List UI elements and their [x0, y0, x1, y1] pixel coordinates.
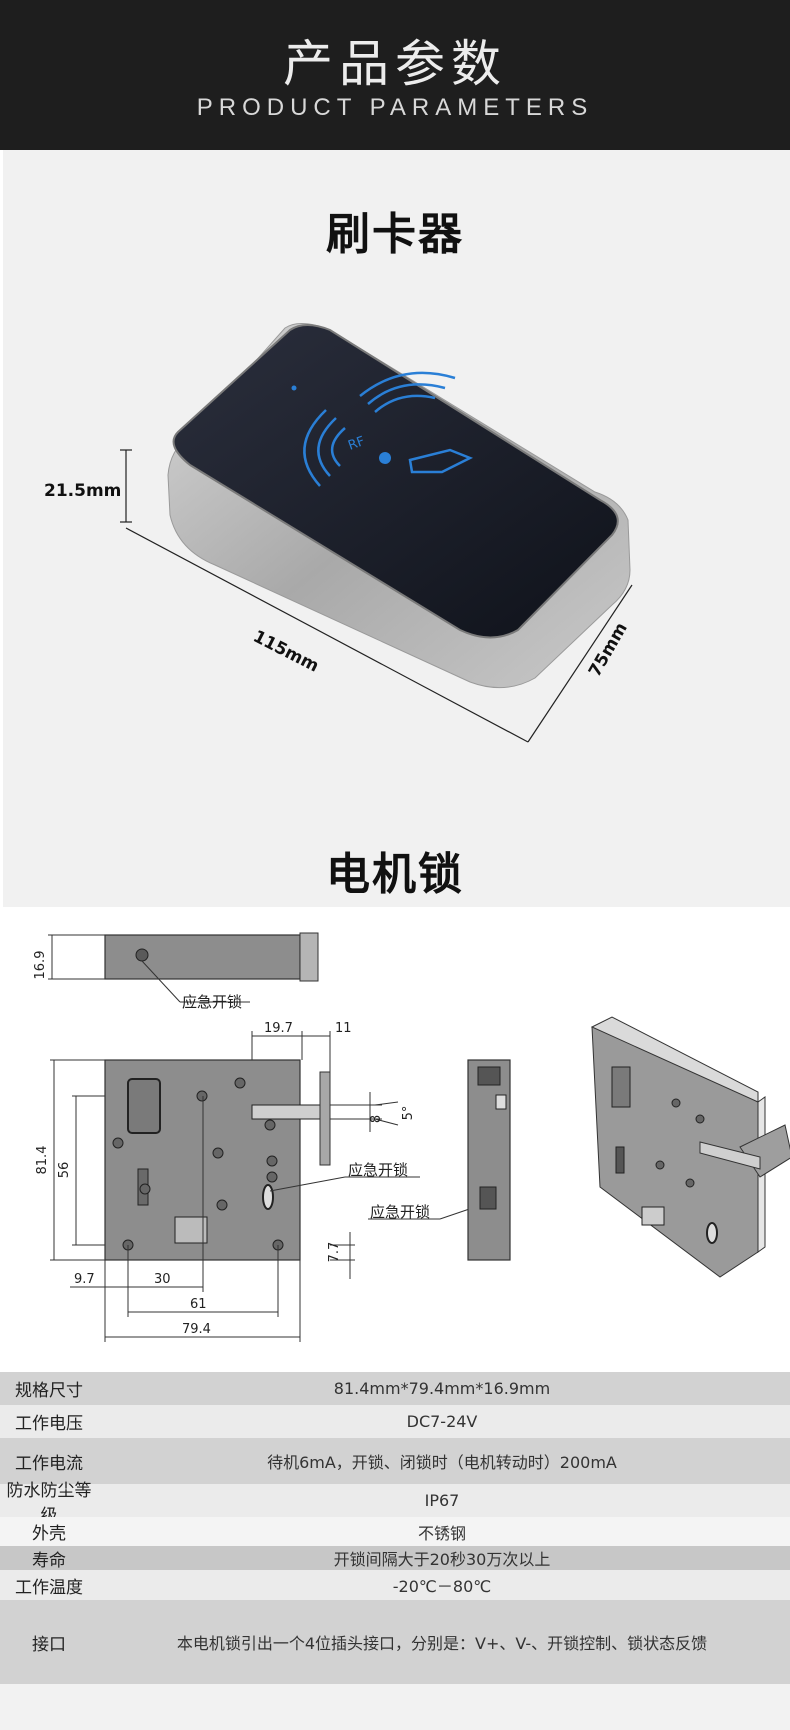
spec-value: 本电机锁引出一个4位插头接口，分别是：V+、V-、开锁控制、锁状态反馈 [176, 1634, 708, 1653]
dim-79-4: 79.4 [182, 1322, 211, 1337]
height-dimension: 21.5mm [44, 481, 121, 501]
dim-30: 30 [154, 1272, 171, 1287]
dim-9-7: 9.7 [74, 1272, 95, 1287]
card-reader-illustration: RF 21.5mm 115mm 75mm [44, 323, 633, 743]
dim-5-degree: 5° [401, 1106, 416, 1121]
spec-row: 规格尺寸 81.4mm*79.4mm*16.9mm [0, 1372, 790, 1405]
bottom-strip [0, 1684, 790, 1730]
rf-icon [303, 371, 474, 487]
emergency-label-2: 应急开锁 [348, 1161, 408, 1179]
front-plate [319, 1071, 331, 1166]
rf-dot [379, 452, 391, 464]
spec-row: 防水防尘等级 IP67 [0, 1481, 790, 1526]
spec-row: 工作温度 -20℃－80℃ [0, 1570, 790, 1600]
length-dimension: 115mm [250, 627, 322, 677]
width-dimension: 75mm [585, 619, 632, 680]
dimension-lines [120, 449, 633, 743]
spec-value: 开锁间隔大于20秒30万次以上 [333, 1550, 551, 1569]
emergency-label-3: 应急开锁 [370, 1203, 430, 1221]
spec-value: 81.4mm*79.4mm*16.9mm [333, 1379, 551, 1398]
spec-value: DC7-24V [406, 1412, 478, 1431]
emergency-keyhole-top [135, 948, 149, 962]
spec-row: 接口 本电机锁引出一个4位插头接口，分别是：V+、V-、开锁控制、锁状态反馈 [0, 1600, 790, 1684]
spec-value: 不锈钢 [417, 1523, 466, 1543]
side-keyhole [479, 1186, 497, 1210]
card-reader-title: 刷卡器 [326, 209, 464, 260]
side-notch [495, 1094, 507, 1110]
indicator-dot [291, 385, 297, 391]
front-keyhole [262, 1184, 274, 1210]
motor-lock-title: 电机锁 [326, 849, 464, 900]
dim-56: 56 [57, 1162, 72, 1179]
dim-8: 8 [369, 1115, 384, 1123]
dim-11: 11 [335, 1021, 352, 1036]
spec-label: 外壳 [32, 1524, 66, 1544]
page-subtitle: PRODUCT PARAMETERS [196, 94, 594, 121]
front-bolt [251, 1104, 321, 1120]
dim-top-height: 16.9 [33, 951, 48, 980]
page-header: 产品参数 PRODUCT PARAMETERS [0, 0, 790, 150]
spec-value: -20℃－80℃ [392, 1577, 492, 1596]
spec-row: 寿命 开锁间隔大于20秒30万次以上 [0, 1546, 790, 1571]
spec-value: 待机6mA，开锁、闭锁时（电机转动时）200mA [267, 1453, 617, 1472]
reader-face [172, 324, 619, 639]
dim-7-7: 7.7 [327, 1242, 342, 1263]
page-title: 产品参数 [283, 35, 507, 93]
top-view-body [104, 934, 301, 980]
motor-lock-drawing: 16.9 应急开锁 [33, 932, 790, 1342]
front-slot [127, 1078, 161, 1134]
spec-row: 工作电流 待机6mA，开锁、闭锁时（电机转动时）200mA [0, 1438, 790, 1484]
side-view-body [467, 1059, 511, 1261]
rf-label: RF [346, 434, 367, 454]
spec-label: 工作电流 [15, 1453, 83, 1474]
dim-61: 61 [190, 1297, 207, 1312]
side-vents [477, 1066, 501, 1086]
top-view-bolt [299, 932, 319, 982]
spec-label: 接口 [32, 1634, 66, 1655]
spec-row: 工作电压 DC7-24V [0, 1405, 790, 1438]
spec-value: IP67 [424, 1491, 460, 1510]
emergency-label-1: 应急开锁 [182, 993, 242, 1011]
spec-row: 外壳 不锈钢 [0, 1517, 790, 1546]
dim-81-4: 81.4 [35, 1146, 50, 1175]
front-square [174, 1216, 208, 1244]
spec-label: 寿命 [32, 1550, 66, 1571]
spec-label: 工作电压 [15, 1414, 83, 1434]
spec-label: 规格尺寸 [15, 1381, 83, 1401]
spec-label: 工作温度 [15, 1577, 83, 1598]
dim-19-7: 19.7 [264, 1021, 293, 1036]
isometric-view [590, 1016, 790, 1278]
